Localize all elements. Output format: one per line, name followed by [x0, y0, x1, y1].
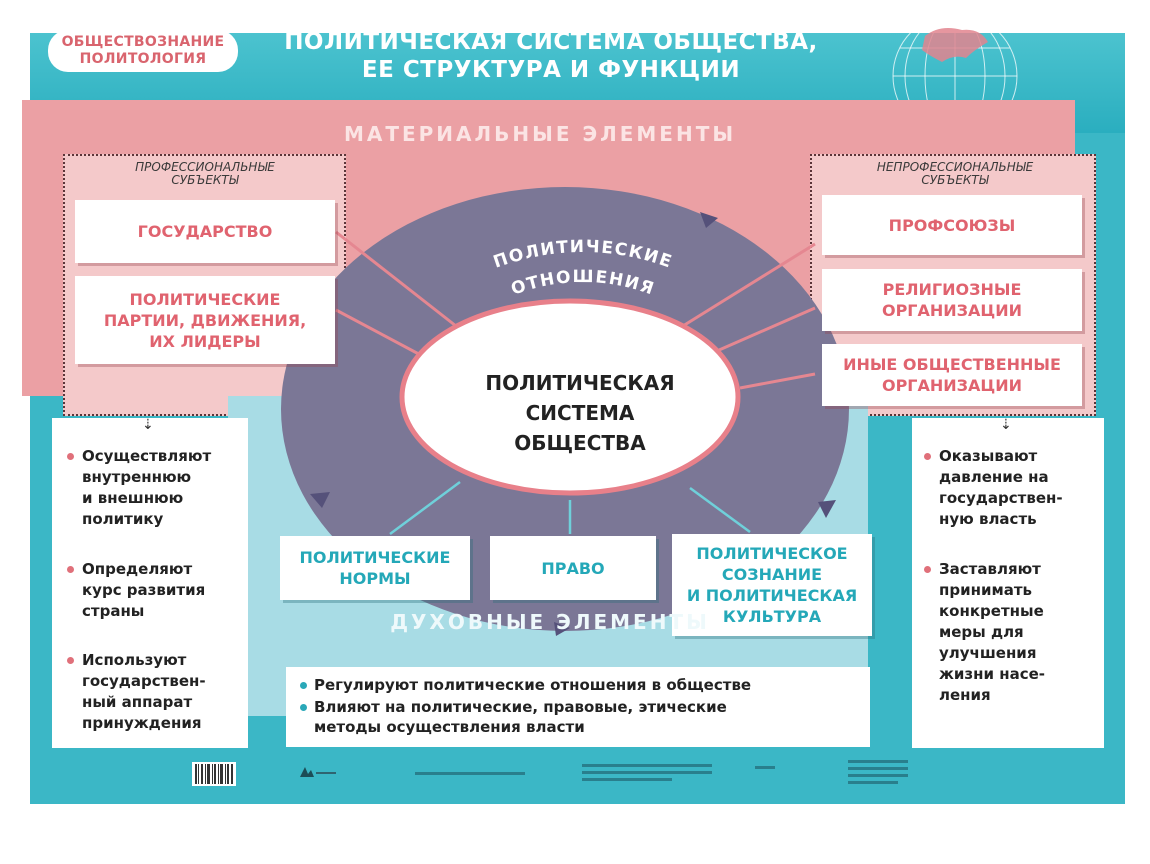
fine-print-9 — [848, 781, 898, 784]
trade-unions-text: ПРОФСОЮЗЫ — [888, 215, 1016, 235]
right-bullet-1-line-3: государствен- — [939, 489, 1063, 507]
fine-print-2 — [582, 764, 712, 767]
political-consciousness-box: ПОЛИТИЧЕСКОЕ СОЗНАНИЕ И ПОЛИТИЧЕСКАЯ КУЛ… — [672, 534, 872, 636]
other-orgs-line-2: ОРГАНИЗАЦИИ — [881, 376, 1023, 395]
fine-print-5 — [755, 766, 775, 769]
religious-orgs-box: РЕЛИГИОЗНЫЕ ОРГАНИЗАЦИИ — [822, 269, 1082, 331]
spiritual-bullet-2-line-1: Влияют на политические, правовые, этичес… — [314, 698, 727, 716]
other-orgs-line-1: ИНЫЕ ОБЩЕСТВЕННЫЕ — [843, 355, 1061, 374]
right-bullet-2-line-4: меры для — [939, 623, 1024, 641]
spiritual-bullet-2-line-2: методы осуществления власти — [314, 718, 585, 736]
left-bullet-1-line-3: и внешнюю — [82, 489, 184, 507]
barcode-lines-icon — [195, 764, 233, 784]
spiritual-bullet-1: Регулируют политические отношения в обще… — [299, 676, 752, 694]
right-bullet-2-line-2: принимать — [939, 581, 1033, 599]
religious-line-1: РЕЛИГИОЗНЫЕ — [882, 280, 1022, 299]
norms-line-2: НОРМЫ — [339, 569, 411, 588]
left-bullet-3-line-1: Используют — [82, 651, 187, 669]
fine-print-4 — [582, 778, 672, 781]
svg-text:ОТНОШЕНИЯ: ОТНОШЕНИЯ — [509, 267, 658, 300]
spiritual-bullet-2: Влияют на политические, правовые, этичес… — [300, 697, 727, 737]
left-bullet-1-line-2: внутреннюю — [82, 468, 192, 486]
left-bullet-3-line-2: государствен- — [82, 672, 206, 690]
trade-unions-box: ПРОФСОЮЗЫ — [822, 195, 1082, 255]
right-functions-column — [912, 418, 1104, 748]
badge-line-2: ПОЛИТОЛОГИЯ — [79, 51, 207, 67]
left-bullet-3-line-3: ный аппарат — [82, 693, 193, 711]
right-bullet-2-line-6: жизни насе- — [939, 665, 1046, 683]
right-bullet-2-line-7: ления — [939, 686, 991, 704]
badge-line-1: ОБЩЕСТВОЗНАНИЕ — [61, 34, 225, 50]
left-bullet-2-line-2: курс развития — [82, 581, 206, 599]
left-bullet-2-line-1: Определяют — [82, 560, 193, 578]
fine-print-3 — [582, 771, 712, 774]
right-bullet-2-line-3: конкретные — [939, 602, 1044, 620]
right-bullet-2: Заставляют принимать конкретные меры для… — [923, 559, 1046, 706]
subject-badge: ОБЩЕСТВОЗНАНИЕ ПОЛИТОЛОГИЯ — [48, 30, 238, 72]
consciousness-line-3: И ПОЛИТИЧЕСКАЯ — [686, 586, 858, 605]
professional-label-line-2: СУБЪЕКТЫ — [171, 173, 239, 187]
parties-line-3: ИХ ЛИДЕРЫ — [149, 331, 261, 351]
political-norms-box: ПОЛИТИЧЕСКИЕ НОРМЫ — [280, 536, 470, 600]
spiritual-elements-label: ДУХОВНЫЕ ЭЛЕМЕНТЫ — [390, 610, 710, 634]
center-line-2: СИСТЕМА — [525, 401, 635, 425]
publisher-logo-icon — [300, 767, 336, 777]
parties-box: ПОЛИТИЧЕСКИЕ ПАРТИИ, ДВИЖЕНИЯ, ИХ ЛИДЕРЫ — [75, 276, 335, 364]
professional-label-line-1: ПРОФЕССИОНАЛЬНЫЕ — [135, 160, 275, 174]
center-line-3: ОБЩЕСТВА — [514, 431, 646, 455]
fine-print-7 — [848, 767, 908, 770]
parties-line-1: ПОЛИТИЧЕСКИЕ — [129, 289, 281, 309]
left-bullet-1-line-1: Осуществляют — [82, 447, 212, 465]
left-bullet-1-line-4: политику — [82, 510, 164, 528]
left-bullet-2: Определяют курс развития страны — [66, 559, 206, 622]
right-bullet-2-line-5: улучшения — [939, 644, 1037, 662]
nonprofessional-label-line-1: НЕПРОФЕССИОНАЛЬНЫЕ — [876, 160, 1034, 174]
professional-subjects-label: ПРОФЕССИОНАЛЬНЫЕ СУБЪЕКТЫ — [90, 161, 320, 187]
right-bullet-1: Оказывают давление на государствен- ную … — [924, 446, 1063, 530]
left-bullet-3-line-4: принуждения — [82, 714, 202, 732]
spiritual-functions-box: Регулируют политические отношения в обще… — [286, 667, 870, 747]
fine-print-8 — [848, 774, 908, 777]
right-bullet-1-line-4: ную власть — [939, 510, 1037, 528]
fine-print-6 — [848, 760, 908, 763]
state-box-text: ГОСУДАРСТВО — [137, 222, 273, 241]
center-line-1: ПОЛИТИЧЕСКАЯ — [485, 371, 675, 395]
consciousness-line-1: ПОЛИТИЧЕСКОЕ — [696, 544, 848, 563]
left-functions-column — [52, 418, 248, 748]
norms-line-1: ПОЛИТИЧЕСКИЕ — [299, 548, 451, 567]
nonprofessional-subjects-label: НЕПРОФЕССИОНАЛЬНЫЕ СУБЪЕКТЫ — [840, 161, 1070, 187]
law-text: ПРАВО — [541, 558, 605, 578]
page-title: ПОЛИТИЧЕСКАЯ СИСТЕМА ОБЩЕСТВА, ЕЕ СТРУКТ… — [246, 28, 856, 84]
political-system-center: ПОЛИТИЧЕСКАЯ СИСТЕМА ОБЩЕСТВА — [440, 368, 720, 458]
title-line-2: ЕЕ СТРУКТУРА И ФУНКЦИИ — [361, 57, 741, 83]
state-box: ГОСУДАРСТВО — [75, 200, 335, 263]
left-bullet-3: Используют государствен- ный аппарат при… — [67, 650, 206, 734]
material-elements-label: МАТЕРИАЛЬНЫЕ ЭЛЕМЕНТЫ — [343, 122, 737, 146]
globe-icon — [892, 13, 1018, 106]
barcode-icon — [192, 762, 236, 786]
other-orgs-box: ИНЫЕ ОБЩЕСТВЕННЫЕ ОРГАНИЗАЦИИ — [822, 344, 1082, 406]
right-down-arrow-icon: ⇣ — [1000, 417, 1012, 433]
relations-line-2: ОТНОШЕНИЯ — [509, 267, 656, 300]
consciousness-line-2: СОЗНАНИЕ — [721, 565, 823, 584]
political-relations-label: ПОЛИТИЧЕСКИЕ ОТНОШЕНИЯ — [491, 237, 674, 300]
political-relations-ring — [281, 187, 849, 636]
right-bullet-2-line-1: Заставляют — [939, 560, 1041, 578]
left-bullet-2-line-3: страны — [82, 602, 145, 620]
parties-line-2: ПАРТИИ, ДВИЖЕНИЯ, — [103, 310, 307, 330]
religious-line-2: ОРГАНИЗАЦИИ — [881, 301, 1023, 320]
fine-print-1 — [415, 772, 525, 775]
nonprofessional-label-line-2: СУБЪЕКТЫ — [921, 173, 989, 187]
title-line-1: ПОЛИТИЧЕСКАЯ СИСТЕМА ОБЩЕСТВА, — [284, 29, 818, 55]
consciousness-line-4: КУЛЬТУРА — [722, 607, 822, 626]
left-bullet-1: Осуществляют внутреннюю и внешнюю полити… — [66, 446, 212, 530]
right-bullet-1-line-2: давление на — [939, 468, 1049, 486]
law-box: ПРАВО — [490, 536, 656, 600]
right-bullet-1-line-1: Оказывают — [939, 447, 1038, 465]
left-down-arrow-icon: ⇣ — [142, 417, 154, 433]
